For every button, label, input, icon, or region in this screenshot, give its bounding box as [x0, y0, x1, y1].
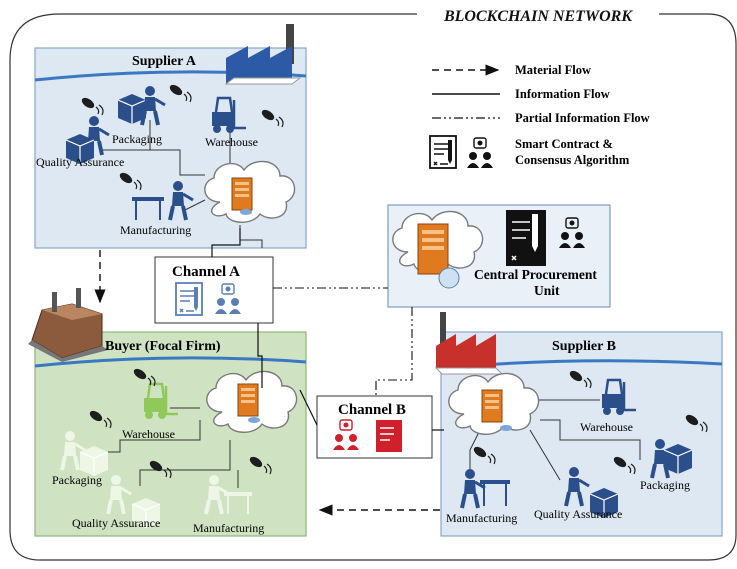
central-procurement-line2: Unit — [534, 283, 560, 298]
buyer-manufacturing-label: Manufacturing — [193, 521, 264, 535]
supplier-b-title: Supplier B — [552, 339, 616, 354]
buyer-manufacturing-worker-icon — [204, 454, 272, 516]
channel-b-box — [316, 395, 433, 459]
buyer-panel — [34, 331, 307, 537]
information-flow-lines — [211, 228, 444, 431]
buyer-factory-icon — [28, 288, 108, 362]
central-procurement-line1: Central Procurement — [474, 267, 597, 282]
supplier-a-info-lines — [100, 120, 263, 248]
supplier-b-manufacturing-worker-icon — [460, 444, 510, 510]
supplier-a-packaging-label: Packaging — [112, 132, 162, 146]
central-procurement-panel — [387, 204, 611, 308]
channel-a-label: Channel A — [172, 264, 240, 280]
legend-smart-contract-line1: Smart Contract & — [515, 137, 613, 151]
network-boundary — [9, 13, 737, 561]
channel-b-label: Channel B — [338, 402, 406, 418]
legend — [429, 64, 500, 169]
channel-a-box — [154, 256, 274, 324]
buyer-info-lines — [96, 407, 239, 488]
legend-smart-contract-line2: Consensus Algorithm — [515, 153, 630, 167]
supplier-b-packaging-label: Packaging — [640, 478, 690, 492]
buyer-cloud-server — [206, 370, 298, 433]
supplier-a-warehouse-label: Warehouse — [205, 135, 258, 149]
legend-smart-contract-icon — [429, 135, 494, 169]
supplier-a-cloud-server — [204, 160, 296, 223]
supplier-a-manufacturing-label: Manufacturing — [120, 223, 191, 237]
buyer-quality-label: Quality Assurance — [72, 516, 160, 530]
legend-information-flow: Information Flow — [515, 87, 610, 101]
material-flow-arrows — [94, 250, 440, 516]
partial-information-flow-lines — [273, 287, 413, 396]
supplier-a-factory-icon — [224, 24, 302, 85]
supplier-b-factory-icon — [434, 312, 504, 375]
network-title: BLOCKCHAIN NETWORK — [417, 6, 659, 28]
supplier-a-manufacturing-worker-icon — [117, 170, 195, 222]
legend-material-flow: Material Flow — [515, 63, 591, 77]
buyer-warehouse-label: Warehouse — [122, 427, 175, 441]
supplier-b-cloud-server — [448, 372, 540, 435]
buyer-title: Buyer (Focal Firm) — [105, 339, 221, 354]
legend-partial-information-flow: Partial Information Flow — [515, 111, 650, 125]
supplier-a-quality-label: Quality Assurance — [36, 155, 124, 169]
supplier-b-quality-label: Quality Assurance — [534, 507, 622, 521]
supplier-b-warehouse-label: Warehouse — [580, 420, 633, 434]
supplier-b-manufacturing-label: Manufacturing — [446, 511, 517, 525]
supplier-a-title: Supplier A — [132, 54, 197, 69]
buyer-packaging-label: Packaging — [52, 473, 102, 487]
